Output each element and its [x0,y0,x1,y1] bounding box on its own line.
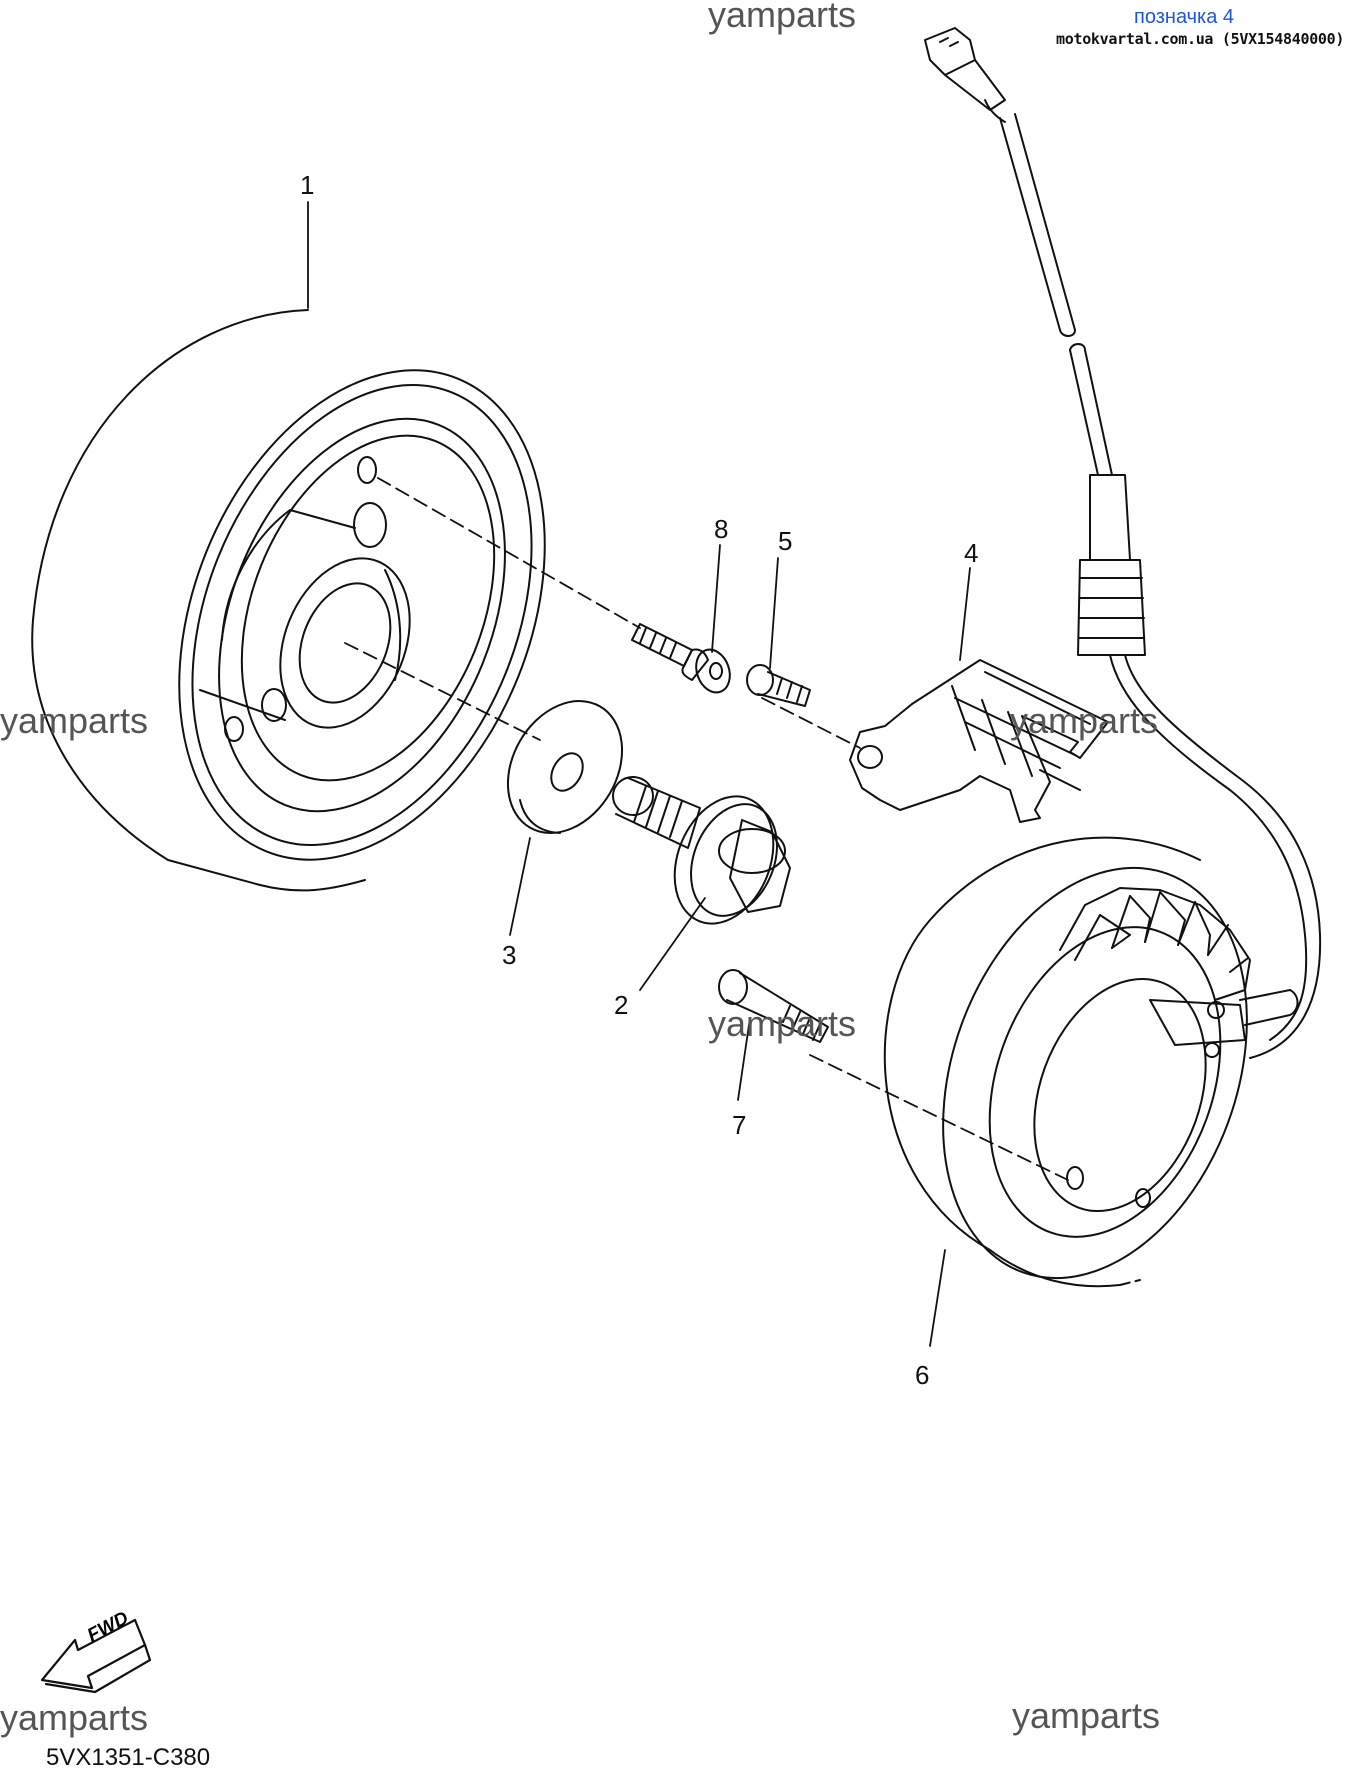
callout-8: 8 [714,514,729,544]
stator-assembly [883,836,1299,1288]
wire-bracket [849,659,1109,823]
long-bolt [718,969,829,1043]
alignment-lines [344,477,1069,1181]
watermark: yamparts [708,0,857,35]
watermark: yamparts [0,700,149,741]
callout-4: 4 [964,538,979,568]
watermark: yamparts [1012,1695,1161,1736]
rivet-pin [631,623,731,694]
wire-harness [924,27,1322,1059]
callout-7: 7 [732,1110,747,1140]
callout-1: 1 [300,170,315,200]
diagram-code: 5VX1351-C380 [46,1744,211,1771]
header-title: позначка 4 [1134,6,1235,28]
callout-5: 5 [778,526,793,556]
leader-lines [307,201,971,1347]
callout-3: 3 [502,940,517,970]
fwd-arrow-icon [40,1618,152,1694]
small-screw [746,664,811,707]
watermark: yamparts [1010,700,1159,741]
flat-washer [506,700,624,834]
callout-2: 2 [614,990,629,1020]
watermark: yamparts [0,1697,149,1738]
callout-6: 6 [915,1360,930,1390]
watermark: yamparts [708,1003,857,1044]
flange-bolt [612,776,791,925]
header-subtitle: motokvartal.com.ua (5VX154840000) [1056,30,1345,48]
flywheel-rotor [31,309,546,892]
